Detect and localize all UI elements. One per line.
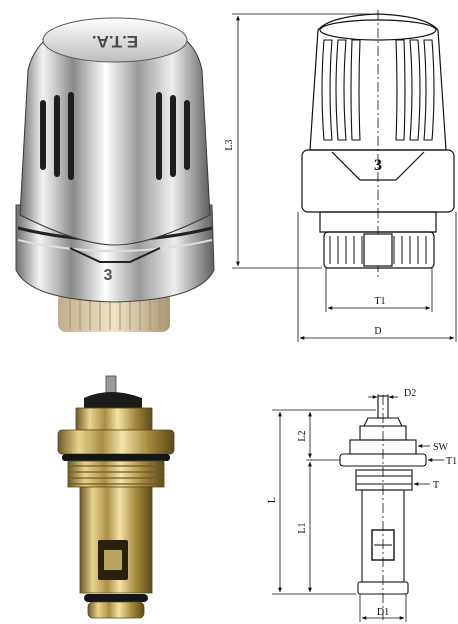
dim-d2 xyxy=(368,394,398,400)
thermostat-head-photo: E.T.A. 3 xyxy=(15,17,215,332)
head-setting-mark: 3 xyxy=(374,157,382,174)
dim-t1-valve-label: T1 xyxy=(446,456,457,467)
head-nut-outline xyxy=(323,231,435,269)
dim-valve-leaders xyxy=(413,444,444,486)
dim-l2-label: L2 xyxy=(297,430,308,441)
dim-t1-head-label: T1 xyxy=(374,296,385,307)
valve-drawing xyxy=(339,395,427,620)
head-dome-outline xyxy=(309,13,447,151)
dim-l3 xyxy=(232,13,370,269)
head-drawing xyxy=(301,10,455,280)
dim-t1-head xyxy=(325,268,433,312)
setting-mark: 3 xyxy=(104,267,113,284)
hex-flange xyxy=(57,429,175,455)
brand-text: E.T.A. xyxy=(92,32,138,51)
dim-d-label: D xyxy=(374,326,381,337)
dim-valve-lengths xyxy=(272,409,376,595)
dim-d1-label: D1 xyxy=(377,607,389,618)
threaded-ring xyxy=(58,292,170,332)
grip-slots xyxy=(40,92,190,180)
dim-l-label: L xyxy=(267,497,278,503)
dim-d1 xyxy=(359,594,407,622)
dim-d xyxy=(297,212,457,342)
dim-l1-label: L1 xyxy=(297,522,308,533)
dim-d2-label: D2 xyxy=(404,388,416,399)
dim-t-label: T xyxy=(433,480,439,491)
valve-insert-photo xyxy=(57,375,175,619)
dim-l3-label: L3 xyxy=(224,139,235,150)
dim-sw-label: SW xyxy=(433,442,449,453)
knob-top xyxy=(42,17,188,63)
